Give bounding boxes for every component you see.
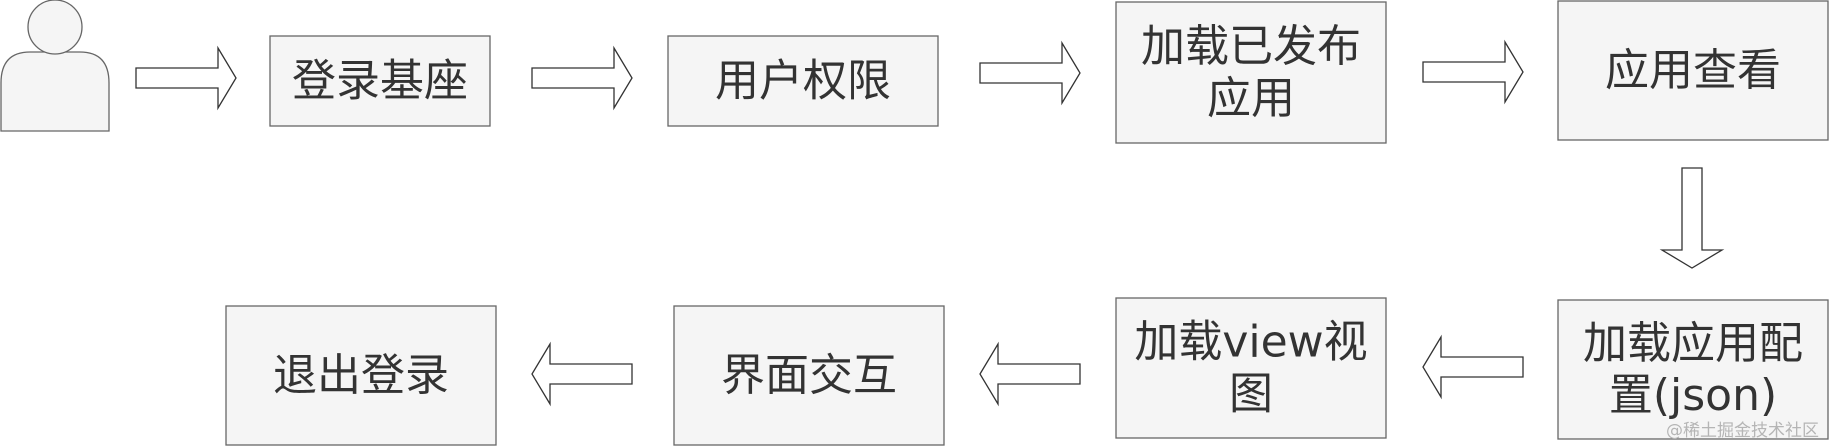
step-login: 登录基座: [269, 35, 491, 127]
arrow-actor-to-login: [135, 45, 237, 111]
step-interaction: 界面交互: [673, 305, 945, 446]
step-label: 加载view视: [1134, 317, 1367, 368]
arrow-load-view-to-interaction: [979, 341, 1081, 407]
arrow-load-config-to-load-view: [1422, 334, 1524, 400]
step-label: 登录基座: [292, 56, 468, 107]
step-box: [667, 35, 939, 127]
step-view-app: 应用查看: [1557, 0, 1829, 141]
arrow-permission-to-load-published: [979, 40, 1081, 106]
arrow-shape: [1422, 39, 1524, 105]
arrow-shape: [531, 45, 633, 111]
watermark: @稀土掘金技术社区: [1666, 421, 1819, 441]
step-label: 应用查看: [1605, 45, 1781, 96]
arrow-load-published-to-view-app: [1422, 39, 1524, 105]
step-box: [1557, 299, 1829, 440]
arrow-shape: [531, 341, 633, 407]
step-label: 加载应用配: [1583, 318, 1803, 369]
step-label: 应用: [1207, 73, 1295, 124]
step-label: 加载已发布: [1141, 21, 1361, 72]
step-label: 界面交互: [721, 350, 897, 401]
step-box: [1115, 297, 1387, 439]
step-logout: 退出登录: [225, 305, 497, 446]
arrow-view-app-to-load-config: [1659, 167, 1725, 269]
step-permission: 用户权限: [667, 35, 939, 127]
arrow-shape: [979, 341, 1081, 407]
user-icon: [0, 0, 110, 132]
arrow-shape: [1422, 334, 1524, 400]
step-label: 图: [1229, 369, 1273, 420]
step-box: [269, 35, 491, 127]
arrow-shape: [1659, 167, 1725, 269]
step-label: 置(json): [1609, 370, 1777, 421]
arrow-shape: [135, 45, 237, 111]
step-box: [673, 305, 945, 446]
step-box: [1557, 0, 1829, 141]
arrow-shape: [979, 40, 1081, 106]
step-label: 用户权限: [715, 56, 891, 107]
arrow-interaction-to-logout: [531, 341, 633, 407]
step-box: [1115, 1, 1387, 144]
step-box: [225, 305, 497, 446]
arrow-login-to-permission: [531, 45, 633, 111]
step-label: 退出登录: [273, 350, 449, 401]
